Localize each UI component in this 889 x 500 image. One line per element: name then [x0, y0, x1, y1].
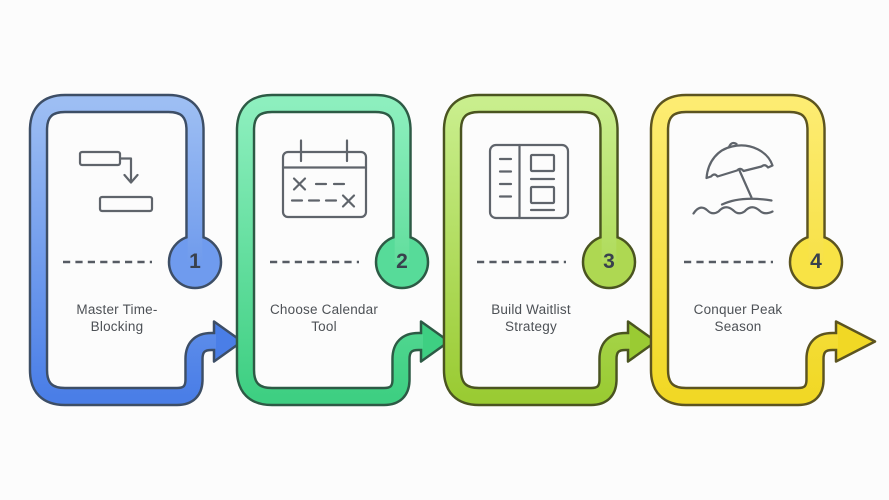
step-card-1: [28, 93, 244, 407]
step2-label: Choose Calendar Tool: [269, 302, 379, 334]
calendar-icon: [281, 139, 368, 219]
step4-number: 4: [810, 250, 822, 273]
card2-border: [238, 96, 426, 404]
step4-label: Conquer Peak Season: [693, 302, 783, 334]
step3-number: 3: [603, 250, 615, 273]
beach-umbrella-icon: [692, 141, 774, 215]
step-card-2: [235, 93, 451, 407]
waitlist-notebook-icon: [488, 143, 570, 220]
time-blocking-icon: [78, 150, 154, 213]
step-card-3: [442, 93, 658, 407]
step2-number: 2: [396, 250, 408, 273]
card3-border: [445, 96, 633, 404]
step1-label: Master Time- Blocking: [76, 302, 158, 334]
step3-label: Build Waitlist Strategy: [491, 302, 571, 334]
card4-border: [652, 96, 840, 404]
step-card-4: [649, 93, 877, 407]
card1-border: [31, 96, 219, 404]
step4-arrow-head: [834, 320, 877, 363]
step1-number: 1: [189, 250, 201, 273]
